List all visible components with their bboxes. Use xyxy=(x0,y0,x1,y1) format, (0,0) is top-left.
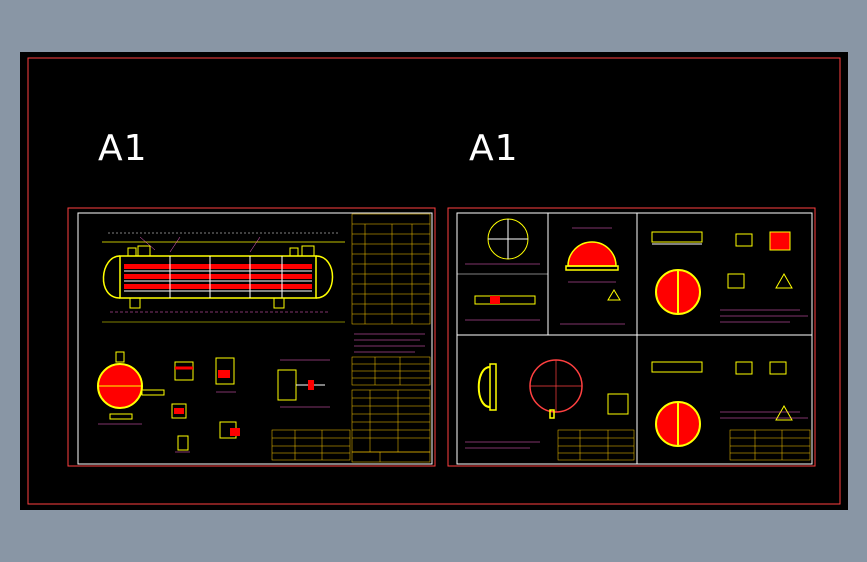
flange-detail-lower xyxy=(651,361,808,447)
title-block xyxy=(271,429,431,463)
nozzle-detail-view xyxy=(277,359,330,408)
tubesheet-plan-view xyxy=(465,218,540,265)
right-title-block-right xyxy=(729,429,811,461)
sheet-label-right: A1 xyxy=(469,128,519,169)
drawing-canvas[interactable]: A1 A1 xyxy=(20,52,848,510)
sheet-label-left: A1 xyxy=(98,128,148,169)
shell-section-view xyxy=(465,359,629,449)
flange-detail-upper xyxy=(651,231,808,323)
sheet-left[interactable] xyxy=(67,207,436,467)
parts-list-table xyxy=(351,213,431,325)
detail-views xyxy=(171,357,240,453)
drawing-border xyxy=(27,57,841,505)
sheet-left-outer-frame xyxy=(67,207,436,467)
right-title-block-left xyxy=(557,429,635,461)
heat-exchanger-main-view xyxy=(102,232,345,323)
sheet-right-outer-frame xyxy=(447,207,816,467)
data-table xyxy=(351,356,431,453)
sheet-left-inner-frame xyxy=(77,212,433,465)
cad-drawing xyxy=(27,57,841,505)
head-dome-view xyxy=(560,227,625,325)
technical-notes xyxy=(354,333,425,353)
sheet-right-inner-frame xyxy=(456,212,813,465)
sheet-right[interactable] xyxy=(447,207,816,467)
shaft-detail-view xyxy=(465,295,540,321)
cross-section-view xyxy=(97,351,165,425)
